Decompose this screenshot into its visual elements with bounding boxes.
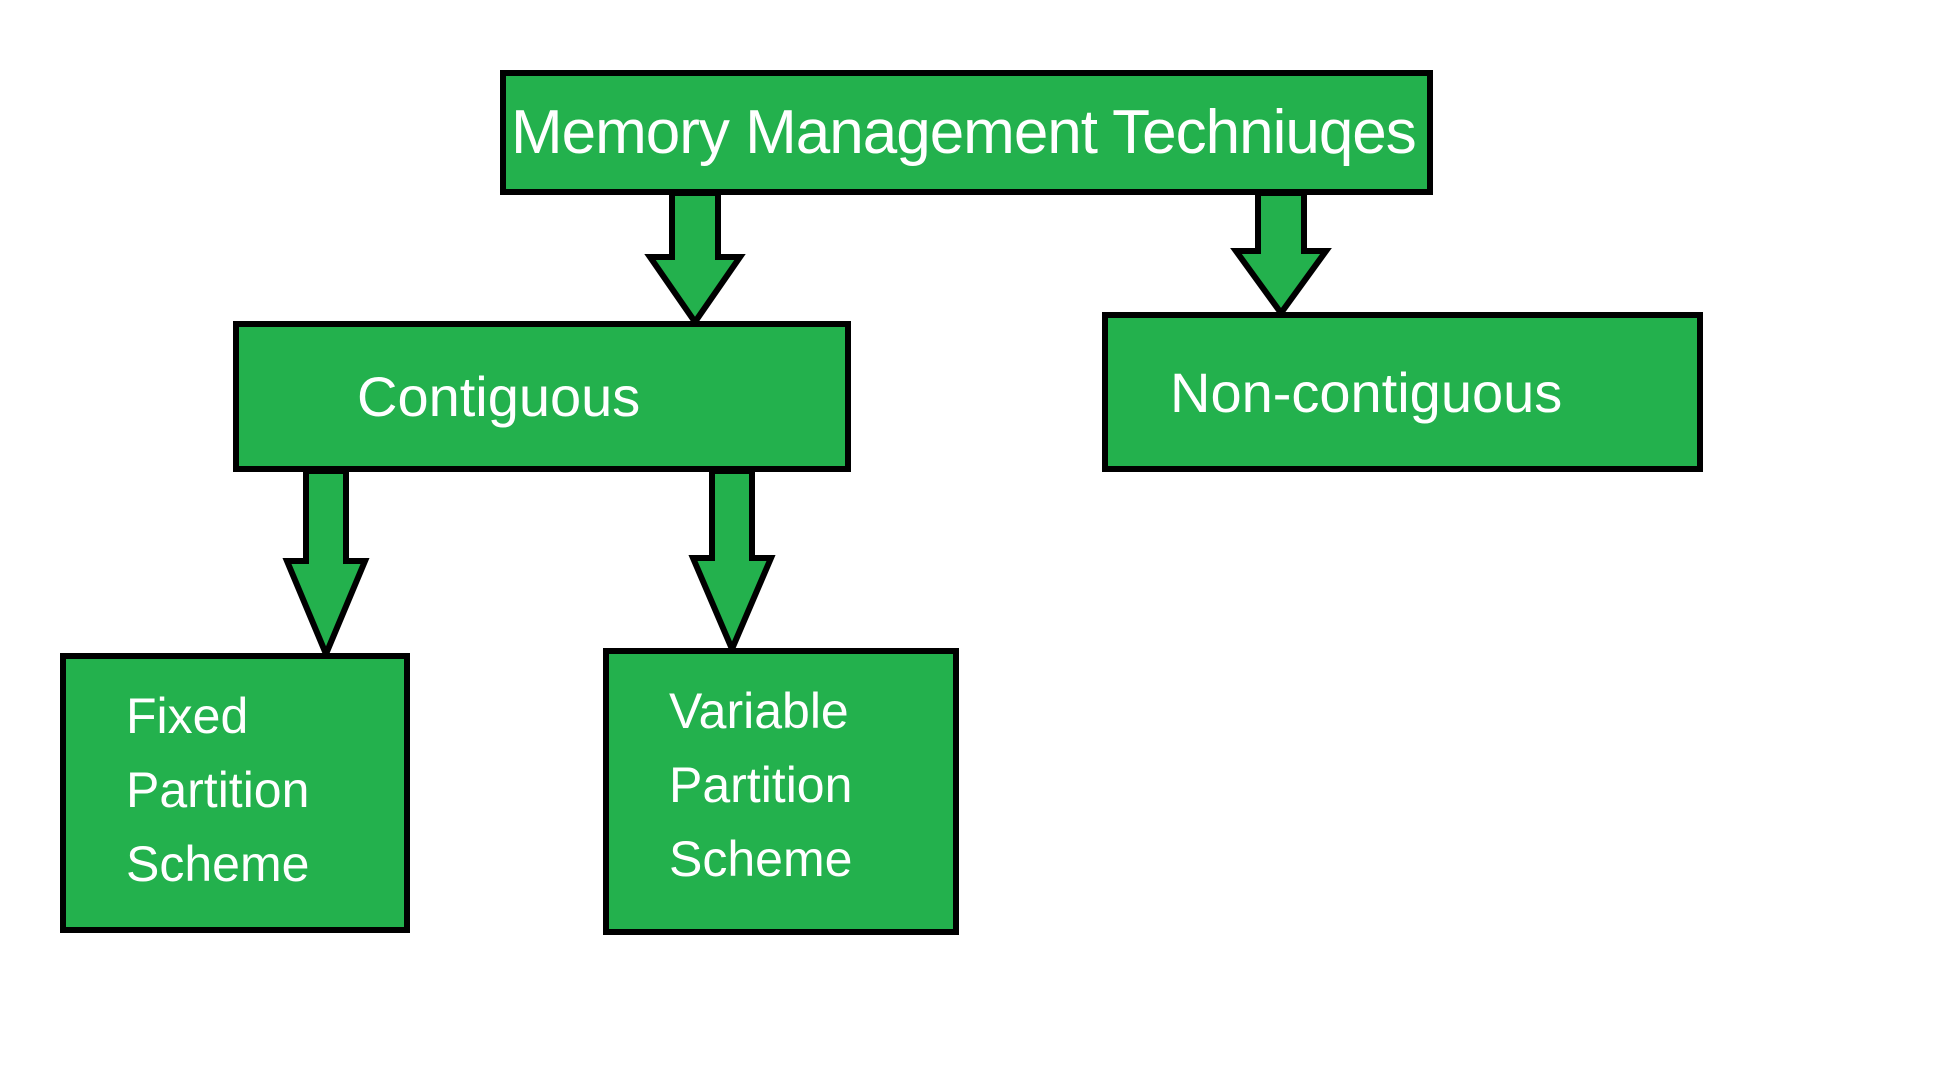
node-label: Memory Management Techniuqes: [511, 98, 1417, 167]
node-label: Non-contiguous: [1170, 360, 1563, 424]
node-contiguous: Contiguous: [233, 321, 851, 472]
arrow-down-root-to-non-contiguous-icon: [1230, 190, 1332, 319]
node-fixed-partition-scheme: Fixed Partition Scheme: [60, 653, 410, 933]
arrow-down-contiguous-to-fixed-icon: [282, 468, 370, 662]
node-variable-partition-scheme: Variable Partition Scheme: [603, 648, 959, 935]
node-label-line: Partition: [126, 762, 310, 818]
node-memory-management-techniques: Memory Management Techniuqes: [500, 70, 1433, 195]
node-label-line: Scheme: [669, 831, 853, 887]
node-label-line: Variable: [669, 683, 849, 739]
node-label: Contiguous: [357, 365, 641, 428]
arrow-down-contiguous-to-variable-icon: [688, 468, 776, 657]
node-non-contiguous: Non-contiguous: [1102, 312, 1703, 472]
node-label-line: Fixed: [126, 688, 249, 744]
node-label-line: Scheme: [126, 836, 310, 892]
node-label-line: Partition: [669, 757, 853, 813]
arrow-down-root-to-contiguous-icon: [644, 190, 746, 328]
